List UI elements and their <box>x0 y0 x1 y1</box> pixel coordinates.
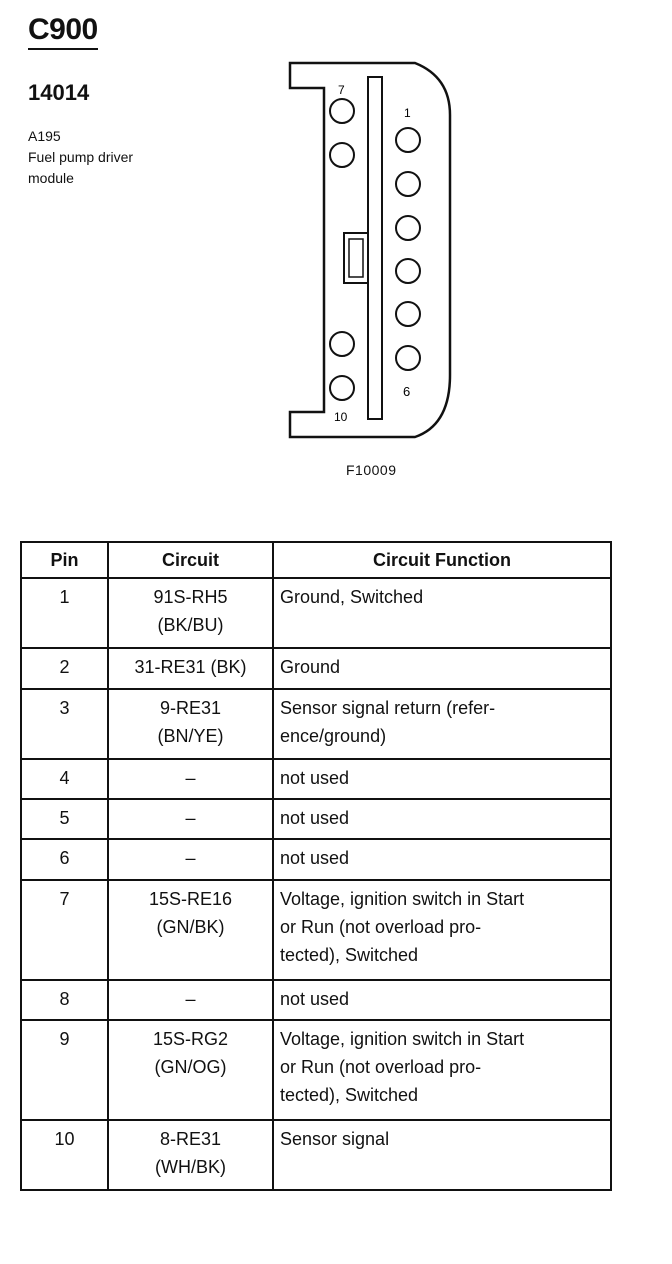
connector-face-diagram: 7 1 6 10 <box>288 61 452 439</box>
table-row: 6–not used <box>20 838 612 881</box>
pin-1-cavity <box>395 127 421 153</box>
table-header-row: Pin Circuit Circuit Function <box>20 541 612 579</box>
pin-10-cavity <box>329 375 355 401</box>
component-name-line1: Fuel pump driver <box>28 149 134 165</box>
pin-cell: 7 <box>20 878 109 981</box>
pin-cell: 4 <box>20 757 109 801</box>
connector-id: C900 <box>28 14 98 50</box>
table-row: 8–not used <box>20 978 612 1022</box>
column-header-circuit-function: Circuit Function <box>272 541 612 579</box>
pin-6-cavity <box>395 345 421 371</box>
circuit-cell: 15S-RE16 (GN/BK) <box>107 878 274 981</box>
pin-cell: 8 <box>20 978 109 1022</box>
function-cell: not used <box>272 978 612 1022</box>
circuit-cell: 31-RE31 (BK) <box>107 647 274 690</box>
pin-7-cavity <box>329 98 355 124</box>
circuit-cell: – <box>107 757 274 801</box>
pin-label-10: 10 <box>334 410 348 424</box>
pin-4-cavity <box>395 258 421 284</box>
function-cell: not used <box>272 838 612 881</box>
pin-3-cavity <box>395 215 421 241</box>
locking-tab-inner <box>348 238 364 278</box>
function-cell: Voltage, ignition switch in Start or Run… <box>272 1019 612 1121</box>
pin-cell: 1 <box>20 576 109 650</box>
pin-cell: 2 <box>20 647 109 690</box>
column-header-pin: Pin <box>20 541 109 579</box>
pin-cell: 5 <box>20 797 109 841</box>
circuit-cell: – <box>107 797 274 841</box>
function-cell: not used <box>272 797 612 841</box>
figure-id: F10009 <box>346 462 397 478</box>
function-cell: not used <box>272 757 612 801</box>
component-description: A195 Fuel pump driver module <box>28 126 133 189</box>
function-cell: Ground <box>272 647 612 690</box>
function-cell: Sensor signal return (refer- ence/ground… <box>272 687 612 760</box>
pin-label-6: 6 <box>403 384 410 399</box>
pin-cell: 6 <box>20 838 109 881</box>
function-cell: Ground, Switched <box>272 576 612 650</box>
circuit-cell: – <box>107 978 274 1022</box>
pin-5-cavity <box>395 301 421 327</box>
connector-housing-outline <box>288 61 452 439</box>
pin-cell: 10 <box>20 1118 109 1192</box>
circuit-cell: 91S-RH5 (BK/BU) <box>107 576 274 650</box>
function-cell: Sensor signal <box>272 1118 612 1192</box>
table-row: 5–not used <box>20 797 612 841</box>
table-row: 4–not used <box>20 757 612 801</box>
circuit-cell: 9-RE31 (BN/YE) <box>107 687 274 760</box>
pin-label-1: 1 <box>404 106 411 120</box>
pin-8-cavity <box>329 142 355 168</box>
column-header-circuit: Circuit <box>107 541 274 579</box>
part-number: 14014 <box>28 80 90 105</box>
pin-2-cavity <box>395 171 421 197</box>
pin-9-cavity <box>329 331 355 357</box>
pin-cell: 3 <box>20 687 109 760</box>
center-divider-rib <box>367 76 383 420</box>
circuit-cell: 8-RE31 (WH/BK) <box>107 1118 274 1192</box>
circuit-cell: 15S-RG2 (GN/OG) <box>107 1019 274 1121</box>
circuit-cell: – <box>107 838 274 881</box>
component-code: A195 <box>28 128 61 144</box>
function-cell: Voltage, ignition switch in Start or Run… <box>272 878 612 981</box>
locking-tab <box>343 232 369 284</box>
pin-cell: 9 <box>20 1019 109 1121</box>
component-name-line2: module <box>28 170 74 186</box>
pin-label-7: 7 <box>338 83 345 97</box>
